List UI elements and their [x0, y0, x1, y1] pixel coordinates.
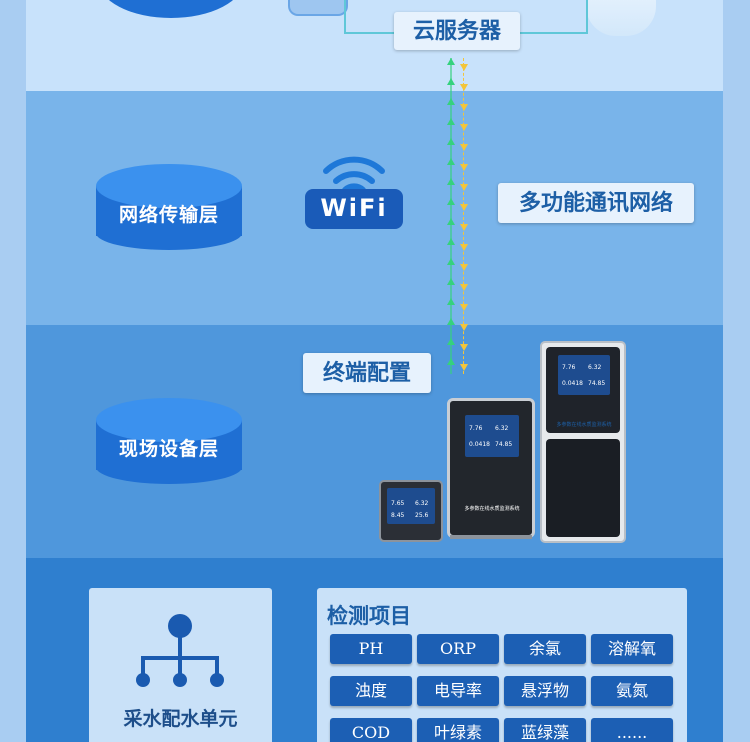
down-arrow-icon — [460, 284, 468, 291]
wifi-icon: WiFi — [304, 151, 404, 231]
down-arrow-icon — [460, 124, 468, 131]
device-value: 0.0418 — [562, 380, 583, 387]
device-value: 7.65 — [391, 500, 405, 507]
down-arrow-icon — [460, 164, 468, 171]
device-screen: 7.65 6.32 8.45 25.6 — [387, 488, 435, 524]
network-layer-band: 网络传输层 WiFi 多功能通讯网络 — [26, 91, 723, 325]
cloud-layer-band: 云服务器 — [26, 0, 723, 91]
cloud-layer-cylinder — [98, 0, 244, 18]
down-arrow-icon — [460, 304, 468, 311]
device-screen: 7.76 6.32 0.0418 74.85 — [558, 355, 610, 395]
device-value: 25.6 — [415, 512, 429, 519]
device-value: 7.76 — [469, 425, 483, 432]
device-value: 6.32 — [588, 364, 602, 371]
cloud-illustration — [586, 0, 656, 36]
network-layer-cylinder: 网络传输层 — [96, 164, 242, 250]
device-value: 74.85 — [588, 380, 606, 387]
device-feet — [450, 535, 532, 539]
hierarchy-icon — [133, 614, 227, 690]
device-caption: 多参数在线水质监测系统 — [464, 506, 520, 512]
detection-item: 氨氮 — [591, 676, 673, 706]
architecture-diagram: 云服务器 网络传输层 WiFi 多功能通讯网络 现场设备层 — [26, 0, 723, 742]
wifi-text: WiFi — [320, 194, 388, 222]
detection-item: 溶解氧 — [591, 634, 673, 664]
down-arrow-icon — [460, 224, 468, 231]
device-value: 7.76 — [562, 364, 576, 371]
medium-monitor-device: 7.76 6.32 0.0418 74.85 多参数在线水质监测系统 — [447, 398, 535, 539]
uplink-line — [450, 58, 452, 374]
connector-line — [586, 0, 588, 34]
network-tag: 多功能通讯网络 — [498, 183, 694, 223]
connector-line — [344, 32, 394, 34]
water-unit-label: 采水配水单元 — [123, 708, 238, 730]
down-arrow-icon — [460, 204, 468, 211]
down-arrow-icon — [460, 184, 468, 191]
down-arrow-icon — [460, 64, 468, 71]
field-layer-label: 现场设备层 — [118, 438, 219, 460]
device-bottom-panel — [546, 439, 620, 537]
device-value: 6.32 — [495, 425, 509, 432]
cloud-server-tag: 云服务器 — [394, 12, 520, 50]
down-arrow-icon — [460, 344, 468, 351]
device-value: 8.45 — [391, 512, 405, 519]
water-unit-panel: 采水配水单元 — [89, 588, 272, 742]
device-value: 6.32 — [415, 500, 429, 507]
device-screen: 7.76 6.32 0.0418 74.85 — [465, 415, 519, 457]
detection-item: PH — [330, 634, 412, 664]
device-value: 74.85 — [495, 441, 513, 448]
detection-item: ORP — [417, 634, 499, 664]
tall-monitor-device: 7.76 6.32 0.0418 74.85 多参数在线水质监测系统 — [540, 341, 626, 543]
detection-item: 余氯 — [504, 634, 586, 664]
laptop-illustration — [288, 0, 348, 16]
detection-item: 悬浮物 — [504, 676, 586, 706]
connector-line — [344, 0, 346, 34]
detection-item: 浊度 — [330, 676, 412, 706]
down-arrow-icon — [460, 244, 468, 251]
down-arrow-icon — [460, 144, 468, 151]
detection-title: 检测项目 — [327, 603, 411, 628]
field-layer-band: 现场设备层 终端配置 7.65 6.32 8.45 25.6 7.76 6.32… — [26, 325, 723, 558]
downlink-line — [463, 58, 464, 374]
field-layer-cylinder: 现场设备层 — [96, 398, 242, 484]
down-arrow-icon — [460, 324, 468, 331]
detection-item: ...... — [591, 718, 673, 742]
detection-item: 叶绿素 — [417, 718, 499, 742]
detection-item: 电导率 — [417, 676, 499, 706]
down-arrow-icon — [460, 84, 468, 91]
down-arrow-icon — [460, 104, 468, 111]
data-flow-arrows — [444, 58, 474, 378]
down-arrow-icon — [460, 364, 468, 371]
device-caption: 多参数在线水质监测系统 — [556, 422, 612, 428]
network-layer-label: 网络传输层 — [118, 204, 219, 226]
terminal-tag: 终端配置 — [303, 353, 431, 393]
device-value: 0.0418 — [469, 441, 490, 448]
detection-item: COD — [330, 718, 412, 742]
connector-line — [520, 32, 586, 34]
down-arrow-icon — [460, 264, 468, 271]
small-monitor-device: 7.65 6.32 8.45 25.6 — [379, 480, 443, 542]
detection-item: 蓝绿藻 — [504, 718, 586, 742]
